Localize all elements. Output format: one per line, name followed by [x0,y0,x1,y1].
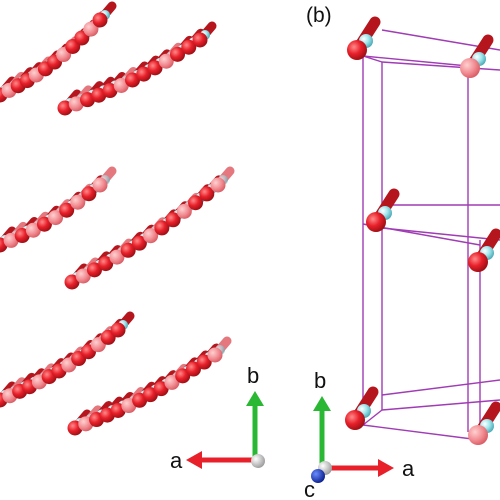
oxygen-atom [176,203,192,219]
unit-cell-molecules [345,16,500,445]
oxygen-atom [98,256,114,272]
right-c-axis-end [311,469,325,483]
molecule [92,166,117,193]
oxygen-atom [68,96,84,112]
oxygen-atom [154,220,170,236]
oxygen-atom [143,228,159,244]
molecule [92,1,117,28]
oxygen-atom [75,268,91,284]
oxygen-atom [199,186,215,202]
oxygen-atom [36,216,52,232]
oxygen-atom [57,100,73,116]
oxygen-atom [207,347,223,363]
right-c-axis-label: c [304,477,315,500]
oxygen-atom [113,77,129,93]
oxygen-atom [109,249,125,265]
oxygen-atom [165,212,181,228]
panel-a-packing-view [0,1,235,436]
panel-b-unit-cell [345,16,500,445]
molecule [207,336,232,363]
oxygen-atom [345,410,365,430]
molecular-chain [0,311,135,408]
molecular-chain [0,166,117,253]
oxygen-atom [196,354,212,370]
oxygen-atom [91,87,107,103]
oxygen-atom [136,66,152,82]
right-axis-indicator: a b c [304,368,415,500]
oxygen-atom [102,83,118,99]
molecular-chain [0,1,117,103]
molecule [210,166,235,193]
molecule [192,21,217,48]
right-a-axis-arrowhead [378,459,394,477]
oxygen-atom [92,12,108,28]
oxygen-atom [110,322,126,338]
cell-molecule [366,188,400,232]
oxygen-atom [92,177,108,193]
oxygen-atom [70,194,86,210]
oxygen-atom [366,212,386,232]
oxygen-atom [164,374,180,390]
molecular-chain [57,21,217,116]
oxygen-atom [347,40,367,60]
left-a-axis-label: a [170,448,183,473]
oxygen-atom [460,58,480,78]
oxygen-atom [181,39,197,55]
cell-molecule [460,34,494,78]
molecule [110,311,135,338]
oxygen-atom [131,235,147,251]
left-axis-origin [251,454,265,468]
oxygen-atom [175,368,191,384]
oxygen-atom [468,425,488,445]
oxygen-atom [25,222,41,238]
oxygen-atom [188,195,204,211]
right-a-axis-label: a [402,456,415,481]
molecular-chain [67,336,232,436]
oxygen-atom [48,210,64,226]
left-a-axis-arrowhead [186,451,202,469]
oxygen-atom [125,72,140,88]
oxygen-atom [158,53,174,69]
oxygen-atom [64,274,80,290]
oxygen-atom [14,228,30,244]
left-b-axis-label: b [247,363,259,388]
cell-molecule [468,228,500,272]
molecular-chain [64,166,235,290]
left-b-axis-arrowhead [246,391,264,406]
unit-cell-edges [362,29,500,441]
left-axis-indicator: a b [170,363,265,473]
right-b-axis-label: b [314,368,326,393]
cell-molecule [345,386,379,430]
oxygen-atom [83,21,99,37]
oxygen-atom [86,262,102,278]
oxygen-atom [120,242,136,258]
right-b-axis-arrowhead [313,396,331,411]
oxygen-atom [192,32,208,48]
panel-b-label: (b) [306,4,332,27]
oxygen-atom [468,252,488,272]
cell-molecule [468,401,500,445]
oxygen-atom [80,92,95,108]
oxygen-atom [147,60,163,76]
oxygen-atom [59,202,75,218]
oxygen-atom [170,46,185,62]
oxygen-atom [81,186,97,202]
oxygen-atom [210,177,226,193]
oxygen-atom [185,361,201,377]
cell-molecule [347,16,381,60]
